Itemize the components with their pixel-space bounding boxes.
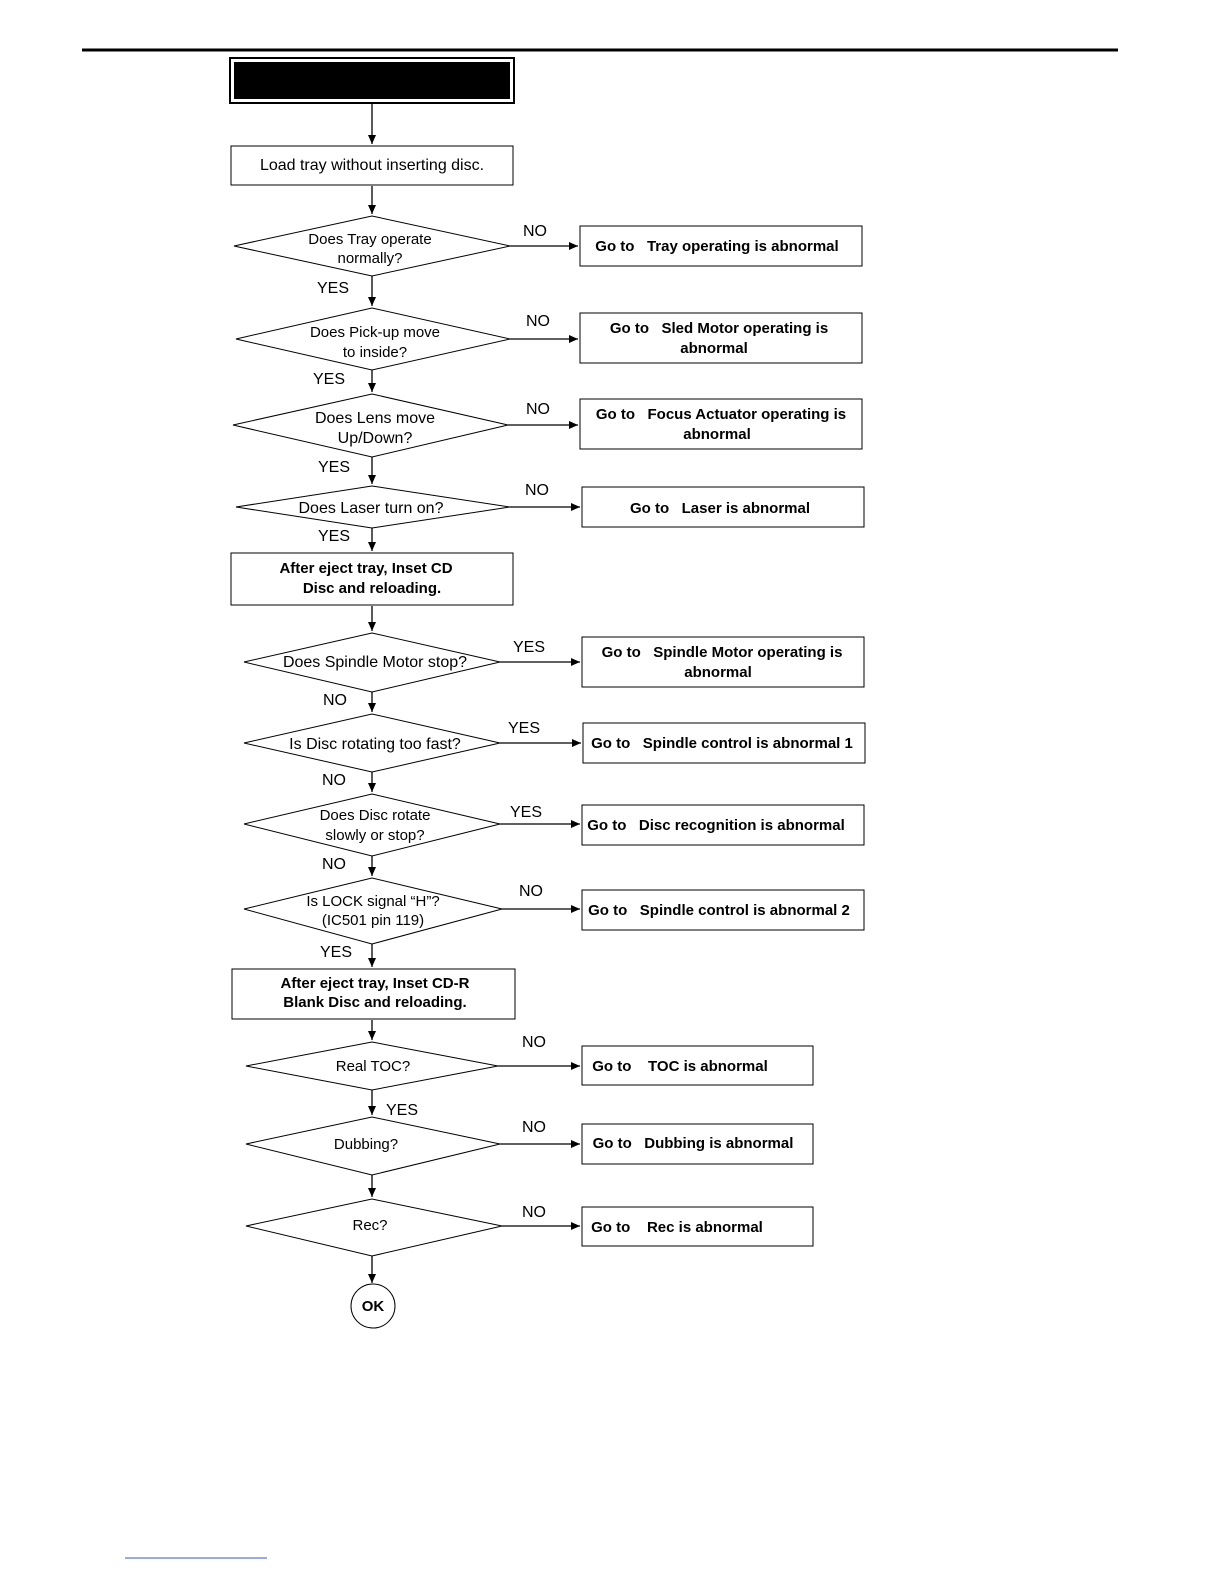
step-load-tray-text: Load tray without inserting disc. [260, 157, 484, 174]
result-sled-line2: abnormal [680, 340, 748, 357]
result-spindle-motor-line1: Go to Spindle Motor operating is [602, 644, 843, 661]
decision-dubbing-line1: Dubbing? [334, 1136, 398, 1153]
decision-lock-line2: (IC501 pin 119) [322, 912, 424, 929]
result-spindle-motor-line2: abnormal [684, 664, 752, 681]
decision-tray: Does Tray operate normally? [233, 215, 511, 277]
decision-slow-line2: slowly or stop? [325, 827, 424, 844]
result-focus-line1: Go to Focus Actuator operating is [596, 406, 846, 423]
step-insert-cd: After eject tray, Inset CD Disc and relo… [230, 552, 514, 606]
decision-rec-line1: Rec? [352, 1217, 387, 1234]
label-no: NO [519, 883, 543, 900]
label-no: NO [322, 772, 346, 789]
result-spindle-ctrl2-line1: Go to Spindle control is abnormal 2 [588, 902, 850, 919]
decision-too-fast-line1: Is Disc rotating too fast? [289, 736, 461, 753]
decision-spindle-stop: Does Spindle Motor stop? [243, 632, 501, 693]
result-laser-line1: Go to Laser is abnormal [630, 500, 810, 517]
decision-pickup: Does Pick-up move to inside? [235, 307, 511, 371]
label-yes: YES [513, 639, 545, 656]
decision-lens: Does Lens move Up/Down? [232, 393, 509, 458]
result-rec: Go to Rec is abnormal [581, 1206, 814, 1247]
decision-spindle-stop-line1: Does Spindle Motor stop? [283, 654, 467, 671]
label-yes: YES [317, 280, 349, 297]
result-focus: Go to Focus Actuator operating is abnorm… [579, 398, 863, 450]
label-yes: YES [320, 944, 352, 961]
label-no: NO [522, 1204, 546, 1221]
result-tray: Go to Tray operating is abnormal [579, 225, 863, 267]
result-spindle-ctrl2: Go to Spindle control is abnormal 2 [581, 889, 865, 931]
branch-connectors [498, 242, 581, 1230]
step-insert-cd-line1: After eject tray, Inset CD [279, 560, 452, 577]
label-yes: YES [313, 371, 345, 388]
result-sled: Go to Sled Motor operating is abnormal [579, 312, 863, 364]
label-yes: YES [508, 720, 540, 737]
result-focus-line2: abnormal [683, 426, 751, 443]
label-yes: YES [510, 804, 542, 821]
end-label: OK [362, 1298, 385, 1315]
label-no: NO [526, 401, 550, 418]
result-spindle-motor: Go to Spindle Motor operating is abnorma… [581, 636, 865, 688]
result-sled-line1: Go to Sled Motor operating is [610, 320, 828, 337]
decision-slow: Does Disc rotate slowly or stop? [243, 793, 501, 857]
label-no: NO [322, 856, 346, 873]
decision-dubbing: Dubbing? [245, 1116, 501, 1176]
step-load-tray: Load tray without inserting disc. [230, 145, 514, 186]
label-no: NO [523, 223, 547, 240]
result-disc-recog: Go to Disc recognition is abnormal [581, 804, 865, 846]
decision-tray-line2: normally? [337, 250, 402, 267]
decision-lock: Is LOCK signal “H”? (IC501 pin 119) [243, 877, 503, 945]
decision-rec: Rec? [245, 1198, 503, 1257]
decision-too-fast: Is Disc rotating too fast? [243, 713, 501, 773]
decision-pickup-line2: to inside? [343, 344, 407, 361]
step-insert-cd-line2: Disc and reloading. [303, 580, 441, 597]
result-toc-line1: Go to TOC is abnormal [592, 1058, 768, 1075]
result-toc: Go to TOC is abnormal [581, 1045, 814, 1086]
result-dubbing: Go to Dubbing is abnormal [581, 1123, 814, 1165]
label-yes: YES [318, 528, 350, 545]
decision-pickup-line1: Does Pick-up move [310, 324, 440, 341]
decision-laser-line1: Does Laser turn on? [299, 500, 444, 517]
branch-labels: NO YES NO YES NO YES NO YES YES NO YES N… [313, 223, 550, 1221]
decision-laser: Does Laser turn on? [235, 485, 511, 529]
result-dubbing-line1: Go to Dubbing is abnormal [593, 1135, 794, 1152]
decision-lens-line1: Does Lens move [315, 410, 435, 427]
label-yes: YES [386, 1102, 418, 1119]
step-insert-cdr: After eject tray, Inset CD-R Blank Disc … [231, 968, 516, 1020]
label-no: NO [522, 1119, 546, 1136]
label-no: NO [323, 692, 347, 709]
result-spindle-ctrl1-line1: Go to Spindle control is abnormal 1 [591, 735, 853, 752]
label-no: NO [522, 1034, 546, 1051]
decision-toc: Real TOC? [245, 1041, 499, 1091]
step-insert-cdr-line1: After eject tray, Inset CD-R [281, 975, 470, 992]
result-spindle-ctrl1: Go to Spindle control is abnormal 1 [582, 722, 866, 764]
start-block [229, 57, 515, 104]
decision-lock-line1: Is LOCK signal “H”? [306, 893, 439, 910]
result-tray-line1: Go to Tray operating is abnormal [595, 238, 838, 255]
label-no: NO [526, 313, 550, 330]
decision-lens-line2: Up/Down? [338, 430, 413, 447]
result-rec-line1: Go to Rec is abnormal [591, 1219, 763, 1236]
result-disc-recog-line1: Go to Disc recognition is abnormal [587, 817, 845, 834]
step-insert-cdr-line2: Blank Disc and reloading. [283, 994, 466, 1011]
label-no: NO [525, 482, 549, 499]
end-terminal: OK [350, 1283, 396, 1329]
result-laser: Go to Laser is abnormal [581, 486, 865, 528]
decision-tray-line1: Does Tray operate [308, 231, 431, 248]
decision-toc-line1: Real TOC? [336, 1058, 410, 1075]
label-yes: YES [318, 459, 350, 476]
decision-slow-line1: Does Disc rotate [320, 807, 431, 824]
